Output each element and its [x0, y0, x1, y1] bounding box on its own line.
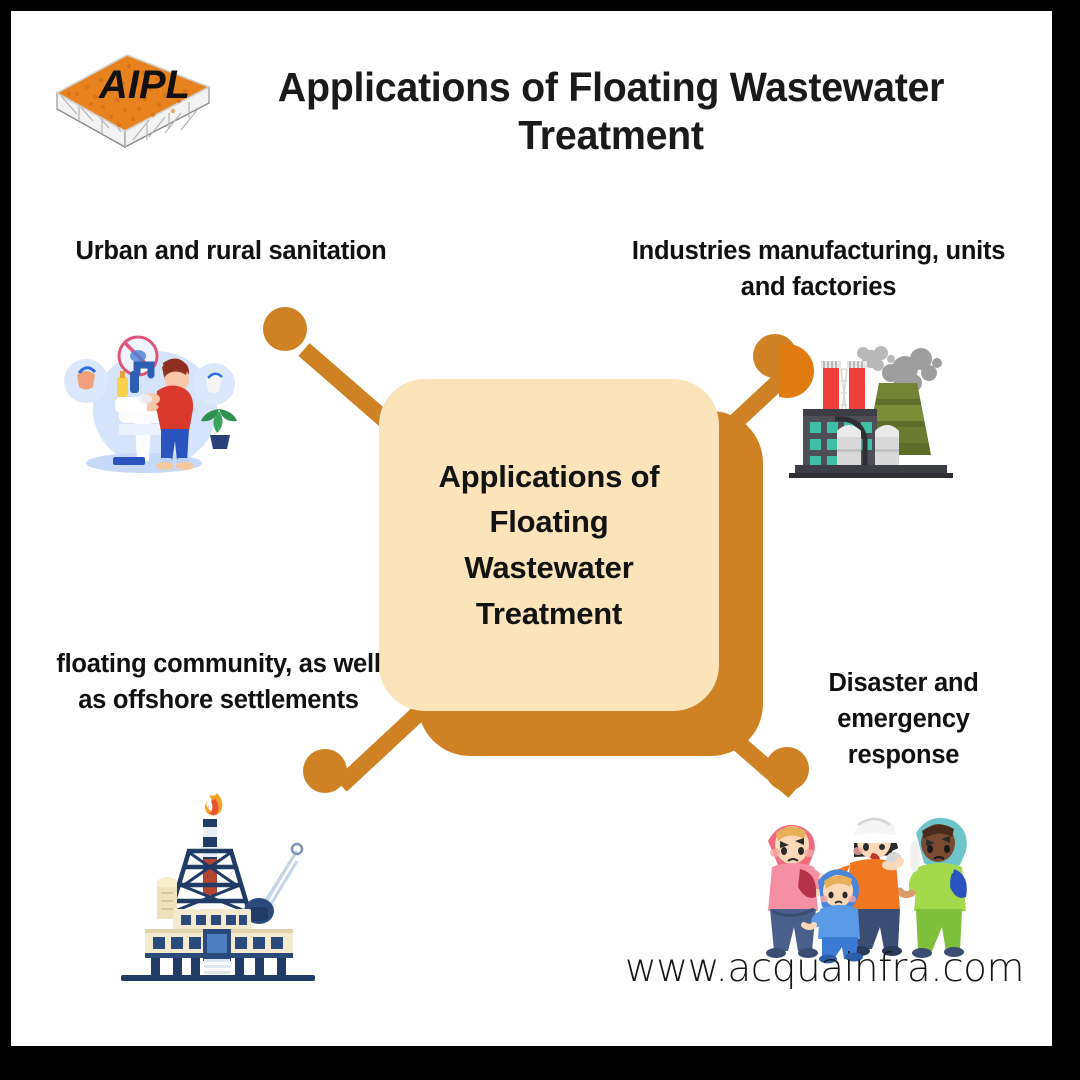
page-title: Applications of Floating Wastewater Trea…: [277, 64, 945, 159]
center-card: Applications of Floating Wastewater Trea…: [379, 379, 719, 711]
aipl-logo: AIPL: [47, 41, 217, 156]
node-label-industries-manufacturing: Industries manufacturing, units and fact…: [631, 237, 1006, 302]
aipl-logo-icon: AIPL: [55, 54, 211, 149]
connector-dot-bottom-right: [765, 747, 809, 791]
handwashing-sanitation-icon: [59, 329, 241, 481]
connector-dot-bottom-left: [303, 749, 347, 793]
website-url[interactable]: www.acquainfra.com: [624, 946, 1025, 991]
node-label-urban-rural-sanitation: Urban and rural sanitation: [75, 237, 387, 265]
poster-canvas: AIPL Applications of Floating Wastewater…: [11, 11, 1052, 1046]
aipl-wordmark: AIPL: [98, 63, 190, 107]
connector-dot-top-left: [263, 307, 307, 351]
node-label-disaster-emergency-response: Disaster and emergency response: [828, 669, 979, 770]
center-card-label: Applications of Floating Wastewater Trea…: [438, 458, 660, 631]
evacuation-people-icon: [746, 789, 988, 965]
node-label-floating-community-offshore: floating community, as well as offshore …: [56, 650, 381, 715]
offshore-oil-rig-icon: [111, 789, 323, 981]
factory-icon: [779, 339, 961, 487]
